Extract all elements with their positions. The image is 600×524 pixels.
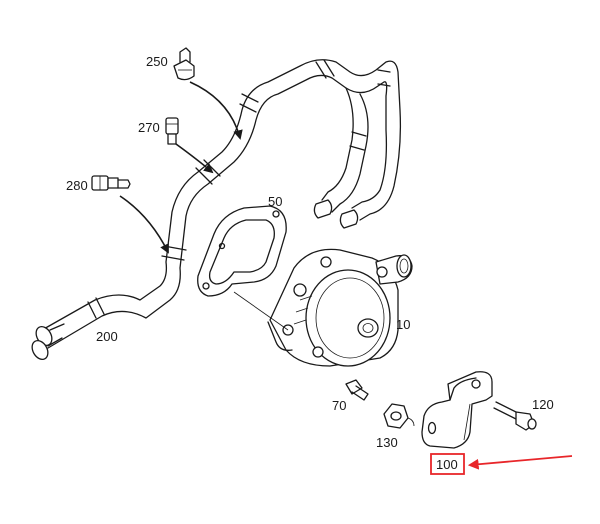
- temperature-sensor-280: [91, 175, 131, 191]
- gasket-50: [197, 205, 287, 297]
- leader-270: [175, 143, 214, 174]
- part-label-200: 200: [96, 329, 118, 344]
- part-label-130: 130: [376, 435, 398, 450]
- part-label-280: 280: [66, 178, 88, 193]
- part-label-50: 50: [268, 194, 282, 209]
- leader-250: [189, 81, 243, 140]
- sensor-270: [165, 117, 179, 145]
- highlight-box: [430, 453, 465, 475]
- part-label-70: 70: [332, 398, 346, 413]
- water-pump-10: [233, 248, 413, 367]
- bracket-100: [421, 371, 493, 449]
- clip-250: [173, 47, 195, 81]
- bolt-70: [345, 379, 369, 401]
- part-label-10: 10: [396, 317, 410, 332]
- part-label-270: 270: [138, 120, 160, 135]
- part-label-120: 120: [532, 397, 554, 412]
- bolt-120: [493, 401, 537, 431]
- leader-280: [119, 195, 169, 254]
- highlight-arrow: [467, 455, 573, 470]
- nut-130: [383, 403, 415, 429]
- part-label-250: 250: [146, 54, 168, 69]
- part-label-100: 100: [436, 457, 458, 472]
